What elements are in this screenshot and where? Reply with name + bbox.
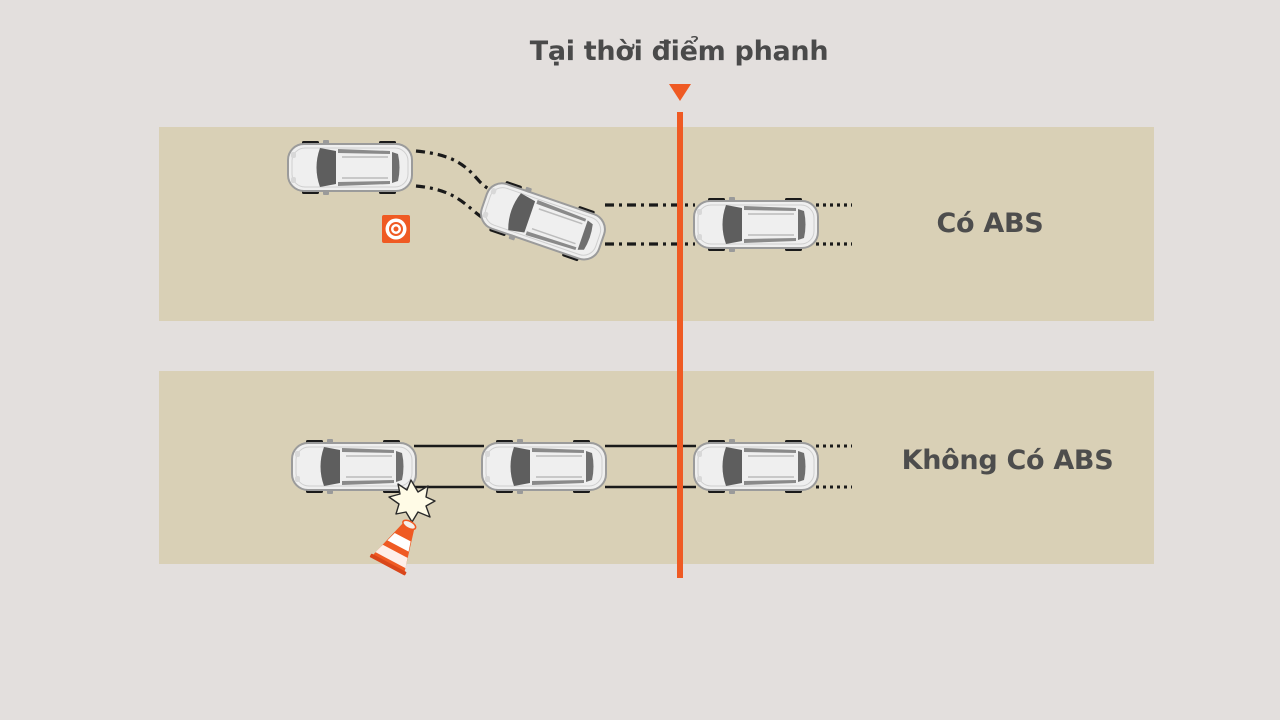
obstacle-target-icon <box>382 215 410 243</box>
lane-label-no-abs: Không Có ABS <box>901 445 1114 476</box>
diagram-title: Tại thời điểm phanh <box>529 36 829 67</box>
brake-point-line <box>677 112 683 578</box>
car-icon <box>287 139 413 196</box>
car-icon <box>693 438 819 495</box>
lane-label-abs: Có ABS <box>936 208 1044 239</box>
brake-marker-arrow-icon <box>669 84 691 101</box>
traffic-cone-icon <box>369 519 417 576</box>
car-icon <box>481 438 607 495</box>
car-icon <box>291 438 417 495</box>
car-icon <box>693 196 819 253</box>
